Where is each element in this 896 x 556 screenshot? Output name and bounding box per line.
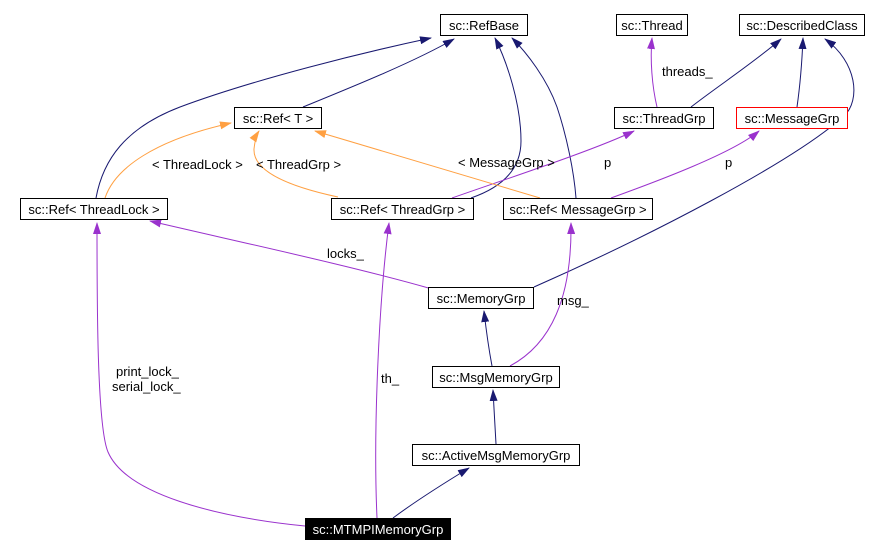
template-edge-refmessagegrp-reft (314, 130, 541, 199)
edge-label-p-messagegrp: p (725, 155, 733, 170)
usage-edge-threadgrp-thread (647, 37, 658, 108)
class-node-memorygrp[interactable]: sc::MemoryGrp (428, 287, 534, 309)
edge-label-threads: threads_ (662, 64, 713, 79)
class-node-mtmpimemorygrp-current: sc::MTMPIMemoryGrp (305, 518, 451, 540)
edge-label-print-lock: print_lock_ (116, 364, 179, 379)
usage-edge-refthreadgrp-threadgrp (451, 130, 635, 199)
class-node-msgmemorygrp[interactable]: sc::MsgMemoryGrp (432, 366, 560, 388)
class-node-activemsgmemorygrp[interactable]: sc::ActiveMsgMemoryGrp (412, 444, 580, 466)
edge-label-tpl-threadgrp: < ThreadGrp > (256, 157, 342, 172)
inheritance-edge-reft-refbase (302, 38, 455, 108)
usage-edge-memorygrp-refthreadlock (149, 219, 433, 290)
edge-label-locks: locks_ (327, 246, 364, 261)
inheritance-edge-mtmpimemorygrp-activemsgmemorygrp (392, 467, 470, 519)
inheritance-edge-refthreadlock-refbase (95, 36, 432, 199)
class-node-ref-threadgrp[interactable]: sc::Ref< ThreadGrp > (331, 198, 474, 220)
class-node-ref-messagegrp[interactable]: sc::Ref< MessageGrp > (503, 198, 653, 220)
inheritance-edge-memorygrp-describedclass (533, 38, 855, 288)
template-edge-refthreadlock-reft (104, 121, 232, 199)
inheritance-edge-activemsgmemorygrp-msgmemorygrp (489, 389, 498, 445)
template-edge-refthreadgrp-reft (249, 130, 339, 198)
class-node-messagegrp[interactable]: sc::MessageGrp (736, 107, 848, 129)
usage-edge-mtmpimemorygrp-refthreadgrp (375, 222, 392, 519)
inheritance-edge-threadgrp-describedclass (690, 38, 782, 108)
inheritance-edge-refmessagegrp-refbase (511, 37, 577, 199)
inheritance-edge-messagegrp-describedclass (796, 37, 807, 108)
class-node-ref-threadlock[interactable]: sc::Ref< ThreadLock > (20, 198, 168, 220)
inheritance-edge-msgmemorygrp-memorygrp (481, 310, 493, 367)
inheritance-edge-refthreadgrp-refbase (470, 37, 522, 199)
class-node-threadgrp[interactable]: sc::ThreadGrp (614, 107, 714, 129)
usage-edge-mtmpimemorygrp-refthreadlock (93, 222, 306, 527)
class-node-refbase[interactable]: sc::RefBase (440, 14, 528, 36)
class-node-describedclass[interactable]: sc::DescribedClass (739, 14, 865, 36)
edge-label-tpl-messagegrp: < MessageGrp > (458, 155, 555, 170)
edge-label-tpl-threadlock: < ThreadLock > (152, 157, 243, 172)
edge-label-msg: msg_ (557, 293, 589, 308)
usage-edge-msgmemorygrp-refmessagegrp (509, 222, 576, 367)
edge-label-serial-lock: serial_lock_ (112, 379, 181, 394)
class-node-thread[interactable]: sc::Thread (616, 14, 688, 36)
edge-label-th: th_ (381, 371, 400, 386)
edge-label-p-threadgrp: p (604, 155, 612, 170)
usage-edge-refmessagegrp-messagegrp (610, 130, 760, 199)
class-node-ref-t[interactable]: sc::Ref< T > (234, 107, 322, 129)
